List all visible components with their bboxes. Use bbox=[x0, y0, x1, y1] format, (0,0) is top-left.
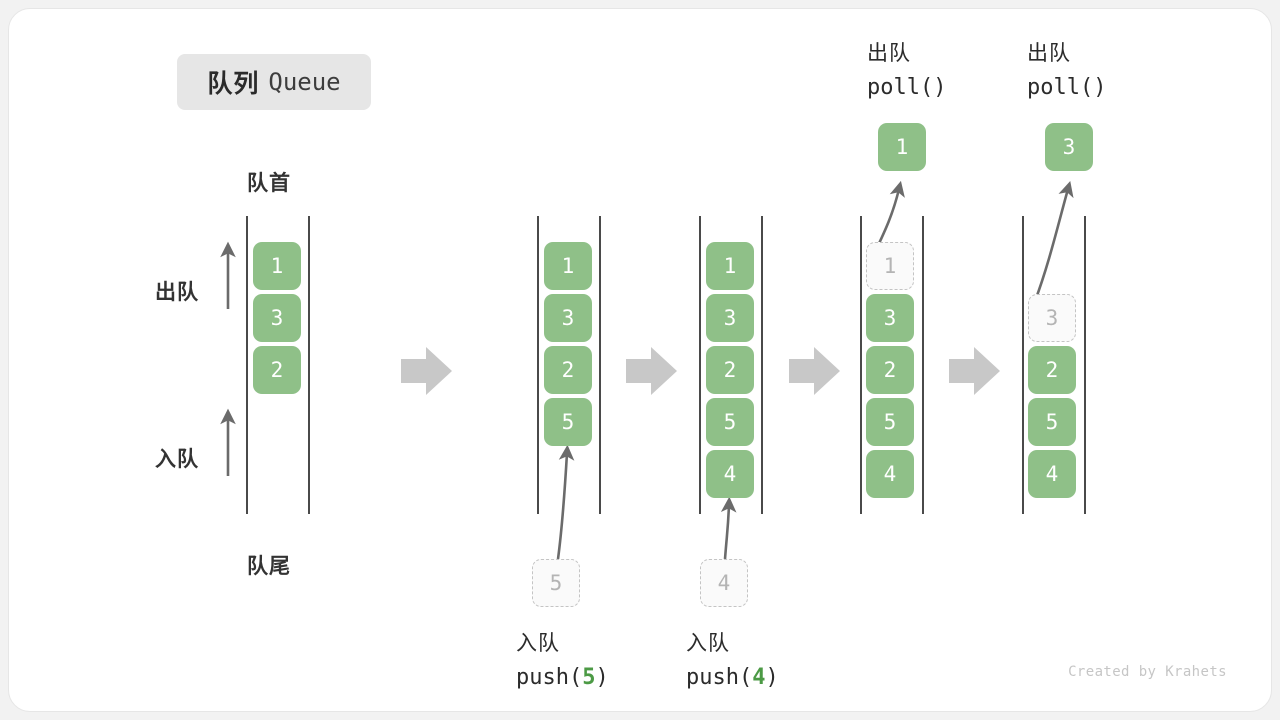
poll-3-output-cell: 3 bbox=[1045, 123, 1093, 171]
push-5-motion-arrow bbox=[556, 444, 575, 560]
queue-cell: 2 bbox=[866, 346, 914, 394]
queue-cell: 3 bbox=[253, 294, 301, 342]
push-5-caption-code: push(5) bbox=[516, 661, 670, 695]
queue-cell: 5 bbox=[544, 398, 592, 446]
flow-arrow-1 bbox=[401, 347, 452, 395]
rail-left bbox=[860, 216, 862, 514]
queue-cell: 4 bbox=[866, 450, 914, 498]
diagram-vectors bbox=[220, 180, 1074, 560]
poll-1-caption: 出队 poll() bbox=[809, 37, 1039, 105]
title-badge: 队列 Queue bbox=[177, 54, 371, 110]
poll-1-caption-code: poll() bbox=[867, 75, 947, 100]
queue-cell: 3 bbox=[706, 294, 754, 342]
title-chinese: 队列 bbox=[207, 70, 260, 98]
rail-left bbox=[699, 216, 701, 514]
push-4-caption: 入队 push(4) bbox=[614, 627, 840, 695]
push-4-fn: push( bbox=[686, 665, 753, 690]
poll-3-motion-arrow bbox=[1033, 180, 1074, 302]
poll-1-output-cell: 1 bbox=[878, 123, 926, 171]
push-4-caption-cn: 入队 bbox=[686, 632, 730, 655]
queue-cell-ghost: 1 bbox=[866, 242, 914, 290]
push-5-caption: 入队 push(5) bbox=[444, 627, 670, 695]
queue-cell: 1 bbox=[253, 242, 301, 290]
queue-cell: 5 bbox=[866, 398, 914, 446]
queue-cell: 3 bbox=[866, 294, 914, 342]
push-4-motion-arrow bbox=[720, 496, 737, 560]
flow-arrow-3 bbox=[789, 347, 840, 395]
queue-cell-ghost: 3 bbox=[1028, 294, 1076, 342]
poll-1-caption-cn: 出队 bbox=[867, 42, 911, 65]
rail-right bbox=[599, 216, 601, 514]
dequeue-side-label: 出队 bbox=[155, 281, 199, 304]
credit-text: Created by Krahets bbox=[1068, 664, 1227, 680]
poll-3-caption-code: poll() bbox=[1027, 75, 1107, 100]
queue-cell: 1 bbox=[706, 242, 754, 290]
queue-cell: 5 bbox=[1028, 398, 1076, 446]
queue-tail-label: 队尾 bbox=[247, 555, 291, 578]
rail-right bbox=[761, 216, 763, 514]
queue-cell: 2 bbox=[706, 346, 754, 394]
push-5-paren: ) bbox=[595, 665, 609, 690]
queue-cell: 1 bbox=[544, 242, 592, 290]
rail-right bbox=[1084, 216, 1086, 514]
title-english: Queue bbox=[268, 68, 341, 96]
flow-arrow-4 bbox=[949, 347, 1000, 395]
poll-3-caption-cn: 出队 bbox=[1027, 42, 1071, 65]
queue-cell: 4 bbox=[706, 450, 754, 498]
rail-left bbox=[537, 216, 539, 514]
rail-right bbox=[308, 216, 310, 514]
push-5-ghost-cell: 5 bbox=[532, 559, 580, 607]
enqueue-side-label: 入队 bbox=[155, 448, 199, 471]
queue-cell: 5 bbox=[706, 398, 754, 446]
rail-left bbox=[246, 216, 248, 514]
rail-right bbox=[922, 216, 924, 514]
push-5-fn: push( bbox=[516, 665, 583, 690]
push-4-paren: ) bbox=[765, 665, 779, 690]
queue-cell: 2 bbox=[253, 346, 301, 394]
push-5-arg: 5 bbox=[582, 665, 596, 690]
queue-cell: 2 bbox=[544, 346, 592, 394]
push-5-caption-cn: 入队 bbox=[516, 632, 560, 655]
diagram-card: 队列 Queue 队首 队尾 出队 入队 bbox=[8, 8, 1272, 712]
queue-head-label: 队首 bbox=[247, 172, 291, 195]
queue-cell: 4 bbox=[1028, 450, 1076, 498]
poll-3-caption: 出队 poll() bbox=[971, 37, 1201, 105]
flow-arrow-2 bbox=[626, 347, 677, 395]
push-4-ghost-cell: 4 bbox=[700, 559, 748, 607]
rail-left bbox=[1022, 216, 1024, 514]
queue-cell: 3 bbox=[544, 294, 592, 342]
push-4-arg: 4 bbox=[752, 665, 766, 690]
queue-cell: 2 bbox=[1028, 346, 1076, 394]
push-4-caption-code: push(4) bbox=[686, 661, 840, 695]
